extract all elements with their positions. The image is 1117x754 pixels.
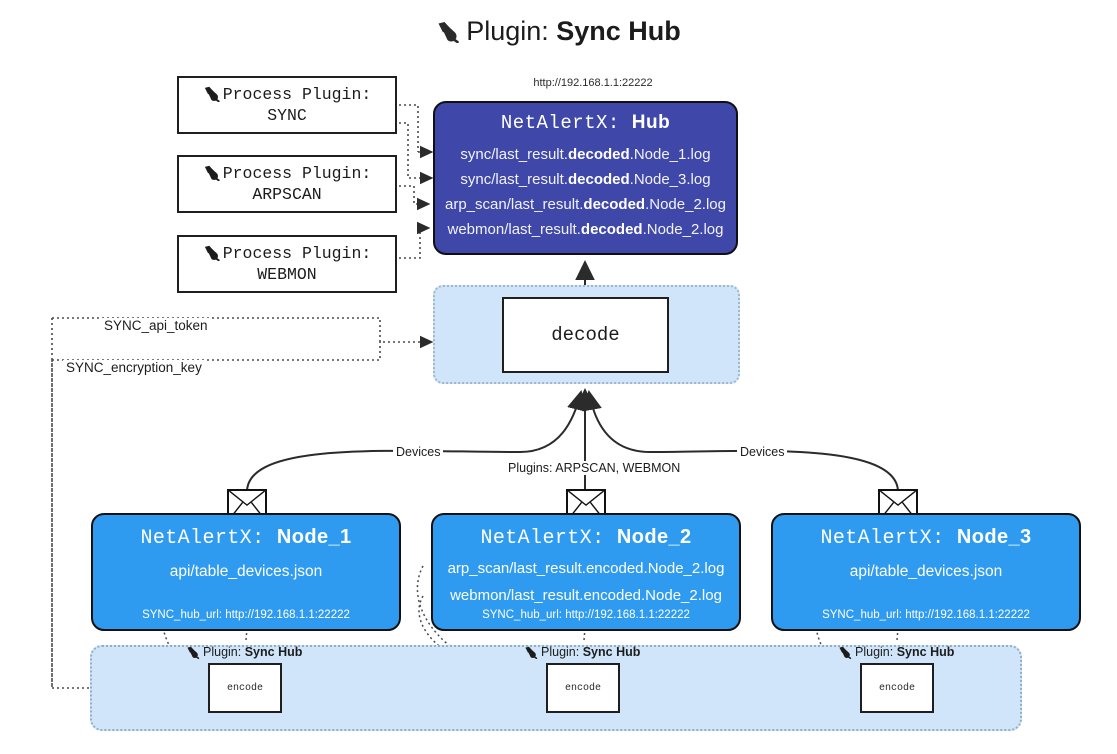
page-title-prefix: Plugin:	[466, 16, 549, 46]
process-plugin-name: WEBMON	[257, 265, 317, 284]
node-title-name: Node_2	[616, 526, 692, 548]
node-box-node-1[interactable]: NetAlertX: Node_1 api/table_devices.json…	[91, 513, 401, 631]
plug-icon	[838, 646, 853, 659]
plug-icon	[436, 19, 462, 44]
log-mid: decoded	[580, 221, 643, 238]
process-plugin-name: SYNC	[267, 106, 307, 125]
log-post: .Node_3.log	[629, 171, 711, 188]
log-pre: sync/last_result.	[460, 171, 568, 188]
process-plugin-label: Process Plugin:	[222, 243, 372, 263]
hub-log-line: sync/last_result.decoded.Node_3.log	[435, 172, 736, 187]
hub-log-line: webmon/last_result.decoded.Node_2.log	[435, 222, 736, 237]
log-post: .Node_2.log	[642, 221, 724, 238]
encode-caption: Plugin: Sync Hub	[838, 645, 954, 659]
process-plugin-box-webmon[interactable]: Process Plugin: WEBMON	[177, 235, 397, 293]
label-sync-encryption-key: SYNC_encryption_key	[63, 360, 205, 375]
node-title-prefix: NetAlertX:	[820, 527, 945, 550]
plug-icon	[186, 646, 201, 659]
encode-caption-name: Sync Hub	[896, 645, 955, 659]
node-title: NetAlertX: Node_2	[433, 526, 739, 550]
hub-log-line: sync/last_result.decoded.Node_1.log	[435, 147, 736, 162]
encode-box[interactable]: encode	[208, 663, 282, 713]
process-plugin-name: ARPSCAN	[252, 185, 322, 204]
page-title: Plugin: Sync Hub	[0, 16, 1117, 47]
node-title-prefix: NetAlertX:	[140, 527, 265, 550]
process-plugin-label: Process Plugin:	[222, 163, 372, 183]
log-pre: sync/last_result.	[460, 146, 568, 163]
encode-caption-prefix: Plugin:	[855, 645, 894, 659]
node-title-name: Node_3	[956, 526, 1032, 548]
encode-caption-prefix: Plugin:	[203, 645, 242, 659]
plug-icon	[524, 646, 539, 659]
log-post: .Node_1.log	[629, 146, 711, 163]
plug-icon	[203, 165, 222, 182]
label-devices-left: Devices	[393, 445, 444, 459]
plug-icon	[203, 245, 222, 262]
log-post: .Node_2.log	[645, 196, 726, 213]
process-plugin-label: Process Plugin:	[222, 84, 372, 104]
node-endpoint-line: api/table_devices.json	[169, 563, 323, 580]
process-plugin-box-sync[interactable]: Process Plugin: SYNC	[177, 76, 397, 134]
hub-url-caption: http://192.168.1.1:22222	[533, 77, 653, 89]
node-title: NetAlertX: Node_3	[773, 526, 1079, 550]
hub-box[interactable]: NetAlertX: Hub sync/last_result.decoded.…	[433, 101, 738, 255]
plug-icon	[203, 86, 222, 103]
node-hub-url: SYNC_hub_url: http://192.168.1.1:22222	[142, 609, 350, 621]
node-endpoint-line: arp_scan/last_result.encoded.Node_2.log	[447, 560, 725, 577]
node-box-node-2[interactable]: NetAlertX: Node_2 arp_scan/last_result.e…	[431, 513, 741, 631]
encode-box[interactable]: encode	[546, 663, 620, 713]
node-hub-url: SYNC_hub_url: http://192.168.1.1:22222	[482, 609, 690, 621]
log-mid: decoded	[567, 171, 630, 188]
log-mid: decoded	[583, 196, 646, 213]
node-endpoint-line: webmon/last_result.encoded.Node_2.log	[450, 587, 722, 604]
encode-caption: Plugin: Sync Hub	[524, 645, 640, 659]
label-plugins-middle: Plugins: ARPSCAN, WEBMON	[505, 461, 684, 475]
label-sync-api-token: SYNC_api_token	[101, 318, 211, 333]
log-pre: webmon/last_result.	[447, 221, 581, 238]
node-endpoint-line: api/table_devices.json	[849, 563, 1003, 580]
hub-title-name: Hub	[631, 112, 671, 133]
page-title-name: Sync Hub	[556, 16, 681, 46]
decode-box[interactable]: decode	[502, 297, 669, 373]
process-plugin-box-arpscan[interactable]: Process Plugin: ARPSCAN	[177, 155, 397, 213]
label-devices-right: Devices	[737, 445, 788, 459]
encode-caption: Plugin: Sync Hub	[186, 645, 302, 659]
hub-log-line: arp_scan/last_result.decoded.Node_2.log	[435, 197, 736, 212]
encode-caption-name: Sync Hub	[244, 645, 303, 659]
node-hub-url: SYNC_hub_url: http://192.168.1.1:22222	[822, 609, 1030, 621]
node-title: NetAlertX: Node_1	[93, 526, 399, 550]
hub-title-prefix: NetAlertX:	[500, 112, 620, 134]
encode-caption-prefix: Plugin:	[541, 645, 580, 659]
log-pre: arp_scan/last_result.	[445, 196, 584, 213]
hub-title: NetAlertX: Hub	[435, 112, 736, 134]
log-mid: decoded	[567, 146, 630, 163]
node-title-prefix: NetAlertX:	[480, 527, 605, 550]
node-title-name: Node_1	[276, 526, 352, 548]
encode-box[interactable]: encode	[860, 663, 934, 713]
node-box-node-3[interactable]: NetAlertX: Node_3 api/table_devices.json…	[771, 513, 1081, 631]
encode-caption-name: Sync Hub	[582, 645, 641, 659]
